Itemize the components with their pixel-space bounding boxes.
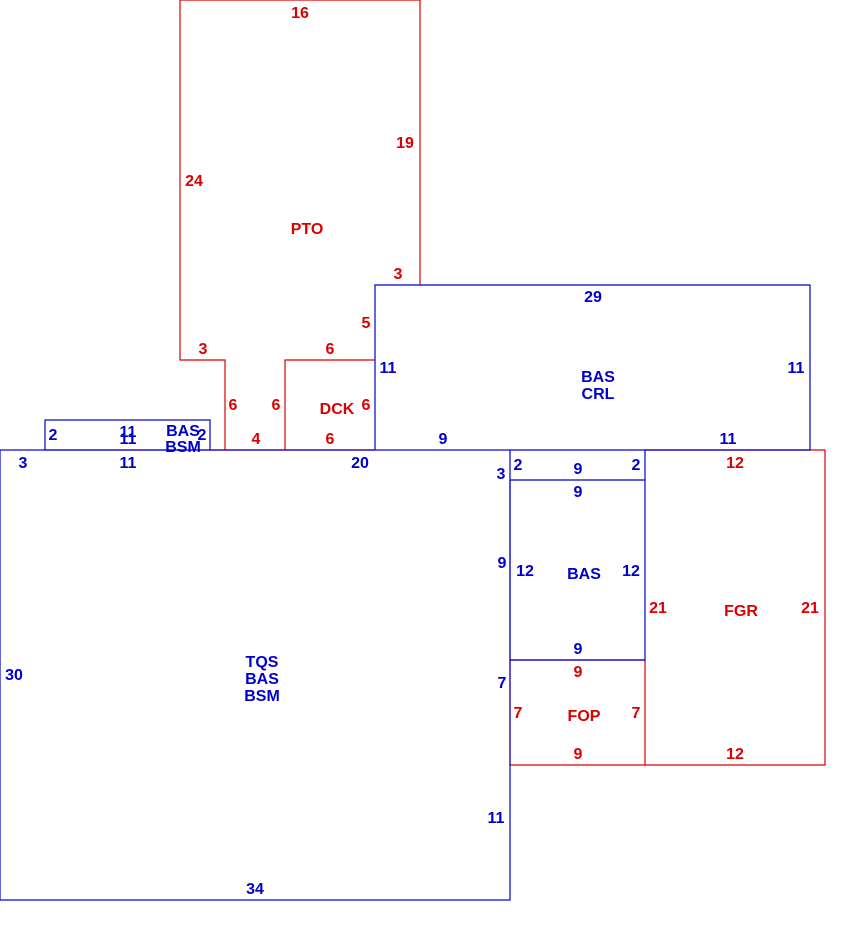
bas-small-label-2: BSM bbox=[165, 439, 201, 456]
bas-mid-outline bbox=[509, 479, 646, 661]
dim-label: 9 bbox=[574, 484, 583, 501]
dim-label: 19 bbox=[396, 135, 414, 152]
dim-label: 3 bbox=[394, 266, 403, 283]
dim-label: 11 bbox=[720, 431, 737, 448]
dim-label: 9 bbox=[574, 664, 583, 681]
dim-label: 12 bbox=[516, 563, 534, 580]
dim-label: 30 bbox=[5, 667, 23, 684]
dim-label: 34 bbox=[246, 881, 264, 898]
dim-label: 11 bbox=[120, 431, 137, 448]
dck-label: DCK bbox=[320, 401, 355, 418]
dim-label: 9 bbox=[439, 431, 448, 448]
dim-label: 12 bbox=[726, 455, 744, 472]
main-label-3: BSM bbox=[244, 688, 280, 705]
dim-label: 3 bbox=[19, 455, 28, 472]
dim-label: 9 bbox=[498, 555, 507, 572]
dim-label: 2 bbox=[632, 457, 641, 474]
dim-label: 9 bbox=[574, 641, 583, 658]
dim-label: 7 bbox=[632, 705, 641, 722]
pto-label: PTO bbox=[291, 221, 324, 238]
dim-label: 20 bbox=[351, 455, 369, 472]
main-label-2: BAS bbox=[245, 671, 279, 688]
dim-label: 11 bbox=[120, 424, 137, 441]
dim-label: 3 bbox=[497, 466, 506, 483]
fgr-label: FGR bbox=[724, 603, 758, 620]
bas-crl-label-1: BAS bbox=[581, 369, 615, 386]
dim-label: 24 bbox=[185, 173, 203, 190]
dim-label: 7 bbox=[514, 705, 523, 722]
dim-label: 11 bbox=[788, 360, 805, 377]
dim-label: 9 bbox=[574, 461, 583, 478]
dim-label: 21 bbox=[801, 600, 819, 617]
dim-label: 6 bbox=[326, 341, 335, 358]
dim-label: 2 bbox=[198, 427, 207, 444]
dim-label: 4 bbox=[252, 431, 261, 448]
dim-label: 2 bbox=[49, 427, 58, 444]
dim-label: 29 bbox=[584, 289, 602, 306]
dim-label: 6 bbox=[272, 397, 281, 414]
dim-label: 6 bbox=[229, 397, 238, 414]
dim-label: 7 bbox=[498, 675, 507, 692]
bas-mid-label: BAS bbox=[567, 566, 601, 583]
dim-label: 11 bbox=[380, 360, 397, 377]
bas-crl-outline bbox=[374, 284, 811, 451]
main-outline bbox=[0, 449, 511, 901]
dim-label: 21 bbox=[649, 600, 667, 617]
dim-label: 11 bbox=[488, 810, 505, 827]
bas-small-label-1: BAS bbox=[166, 423, 200, 440]
dck-outline bbox=[284, 359, 375, 450]
dim-label: 11 bbox=[120, 455, 137, 472]
main-label-1: TQS bbox=[246, 654, 279, 671]
dim-label: 6 bbox=[362, 397, 371, 414]
dim-label: 5 bbox=[362, 315, 371, 332]
fop-label: FOP bbox=[568, 708, 601, 725]
dim-label: 9 bbox=[574, 746, 583, 763]
bas-crl-label-2: CRL bbox=[582, 386, 615, 403]
dim-label: 6 bbox=[326, 431, 335, 448]
dim-label: 16 bbox=[291, 5, 309, 22]
dim-label: 3 bbox=[199, 341, 208, 358]
dim-label: 12 bbox=[622, 563, 640, 580]
dim-label: 12 bbox=[726, 746, 744, 763]
pto-outline bbox=[179, 0, 421, 450]
dim-label: 2 bbox=[514, 457, 523, 474]
